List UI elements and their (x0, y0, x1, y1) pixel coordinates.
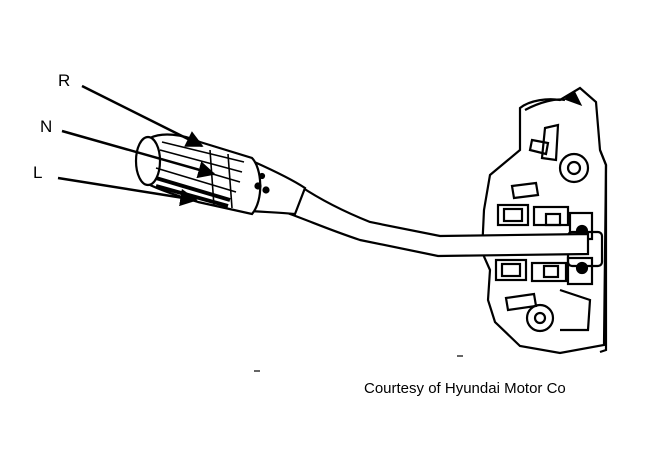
arrow-n (61, 129, 216, 179)
lever-knob (134, 133, 307, 216)
credit-line: Courtesy of Hyundai Motor Co (364, 380, 566, 397)
label-l: L (33, 163, 43, 182)
arrow-r (81, 84, 204, 148)
label-n: N (40, 117, 53, 136)
switch-housing (480, 86, 608, 355)
lever-shaft (288, 184, 590, 258)
arrow-l (57, 176, 198, 207)
label-r: R (58, 71, 71, 90)
